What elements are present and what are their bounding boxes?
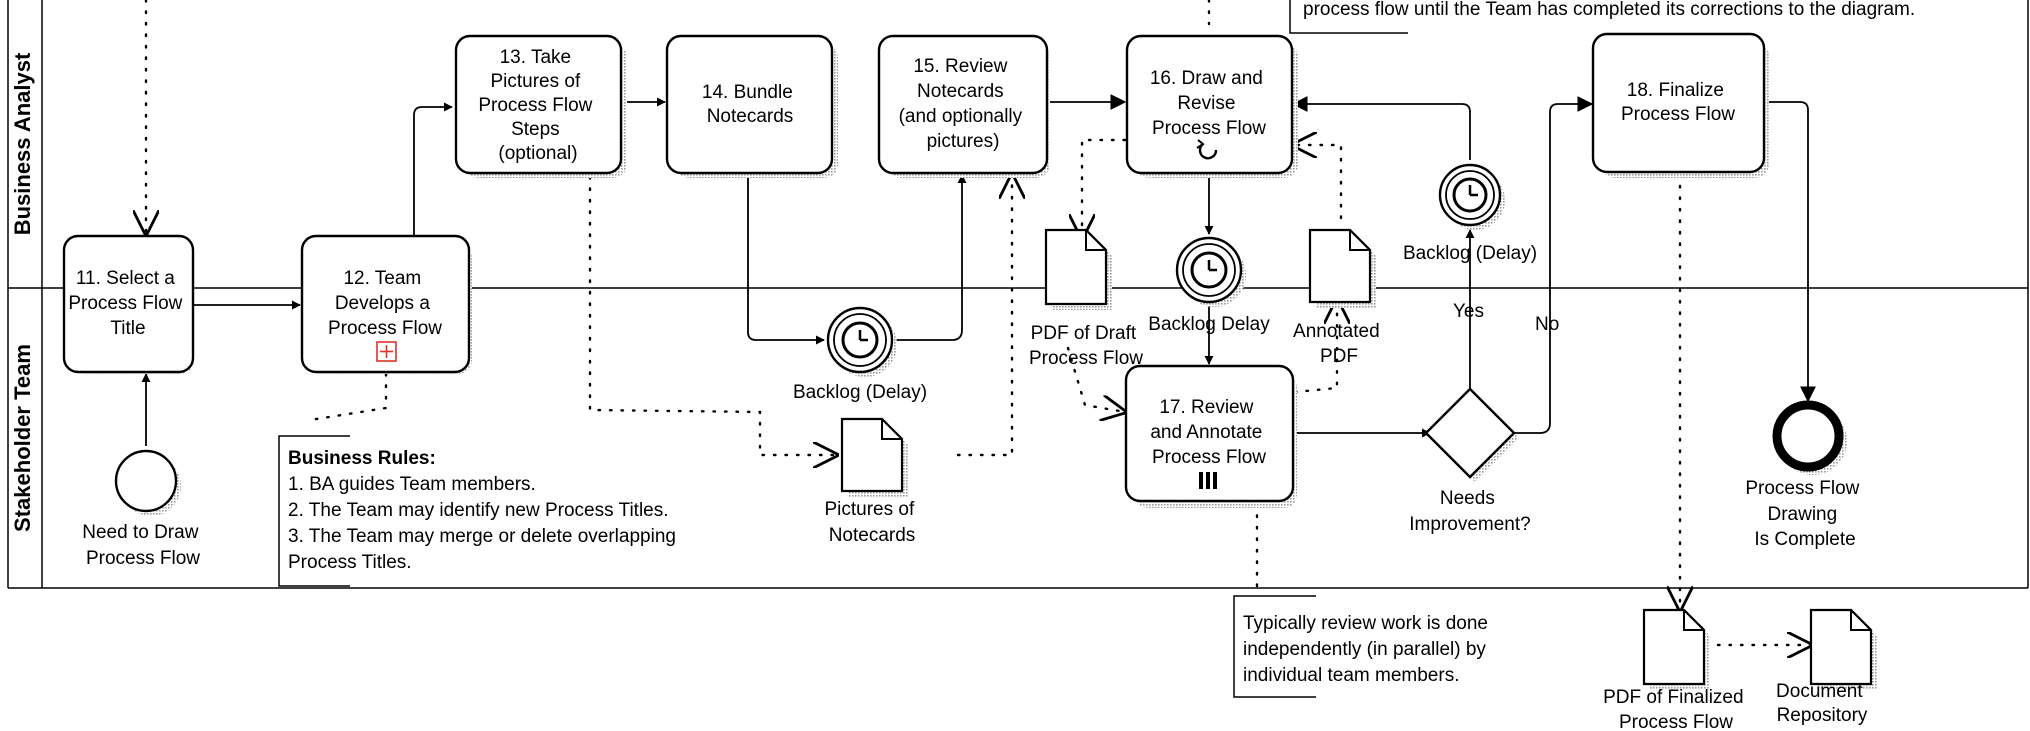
gateway-label: Needs Improvement? [1409,488,1530,535]
task-17-label: 17. Review and Annotate Process Flow [1150,397,1267,468]
document-draft-pdf-label: PDF of Draft Process Flow [1029,323,1143,369]
annotation-review-text: Typically review work is done independen… [1243,613,1493,686]
task-18[interactable]: 18. Finalize Process Flow [1591,32,1769,178]
annotation-business-rules: Business Rules: 1. BA guides Team member… [278,435,681,587]
annotation-top-text: process flow until the Team has complete… [1303,0,1915,20]
start-event[interactable] [114,449,181,516]
document-annotated-pdf[interactable] [1308,228,1376,308]
start-event-label: Need to Draw Process Flow [82,522,203,569]
document-final-pdf[interactable] [1642,608,1710,690]
annotation-top: process flow until the Team has complete… [1289,0,1915,34]
clock-icon [841,321,879,359]
subprocess-marker-icon [376,341,397,362]
parallel-marker-icon [1199,472,1217,489]
task-13-label: 13. Take Pictures of Process Flow Steps … [478,47,597,164]
gateway-no-label: No [1535,314,1559,335]
loop-marker-icon [1196,139,1218,160]
end-event[interactable] [1772,400,1847,475]
task-12-label: 12. Team Develops a Process Flow [328,268,442,339]
document-draft-pdf[interactable] [1044,228,1112,310]
task-18-label: 18. Finalize Process Flow [1621,80,1735,125]
task-11[interactable]: 11. Select a Process Flow Title [62,234,195,374]
associations [146,0,1811,645]
task-15[interactable]: 15. Review Notecards (and optionally pic… [877,34,1050,178]
sequence-flows [141,94,1816,446]
timer-event-16-label: Backlog Delay [1148,314,1270,335]
timer-event-18-label: Backlog (Delay) [1403,243,1537,264]
timer-event-14[interactable] [826,306,897,377]
timer-event-14-label: Backlog (Delay) [793,382,927,403]
timer-event-16[interactable] [1175,236,1246,307]
document-pictures[interactable] [840,417,908,497]
gateway-yes-label: Yes [1453,301,1484,322]
task-14[interactable]: 14. Bundle Notecards [665,34,838,178]
document-pictures-label: Pictures of Notecards [824,499,919,546]
gateway-needs-improvement[interactable] [1424,387,1519,482]
task-15-label: 15. Review Notecards (and optionally pic… [899,56,1028,152]
business-rules-title: Business Rules: [288,448,436,469]
document-repository[interactable] [1809,608,1877,690]
clock-icon [1190,251,1228,289]
task-11-label: 11. Select a Process Flow Title [68,268,187,339]
lane-label-stakeholder-team: Stakeholder Team [10,344,35,532]
annotation-review: Typically review work is done independen… [1233,595,1493,698]
timer-event-18[interactable] [1438,163,1505,230]
end-event-label: Process Flow Drawing Is Complete [1745,478,1864,550]
business-rules-list: 1. BA guides Team members. 2. The Team m… [288,474,681,573]
document-final-pdf-label: PDF of Finalized Process Flow [1603,687,1749,731]
task-13[interactable]: 13. Take Pictures of Process Flow Steps … [454,34,627,178]
task-16[interactable]: 16. Draw and Revise Process Flow [1125,34,1298,178]
document-annotated-pdf-label: Annotated PDF [1293,321,1385,367]
task-14-label: 14. Bundle Notecards [702,82,798,127]
document-repository-label: Document Repository [1776,681,1868,726]
lane-label-business-analyst: Business Analyst [10,52,35,235]
clock-icon [1452,177,1488,213]
task-12[interactable]: 12. Team Develops a Process Flow [300,234,472,374]
task-17[interactable]: 17. Review and Annotate Process Flow [1124,364,1297,508]
task-16-label: 16. Draw and Revise Process Flow [1150,68,1268,139]
